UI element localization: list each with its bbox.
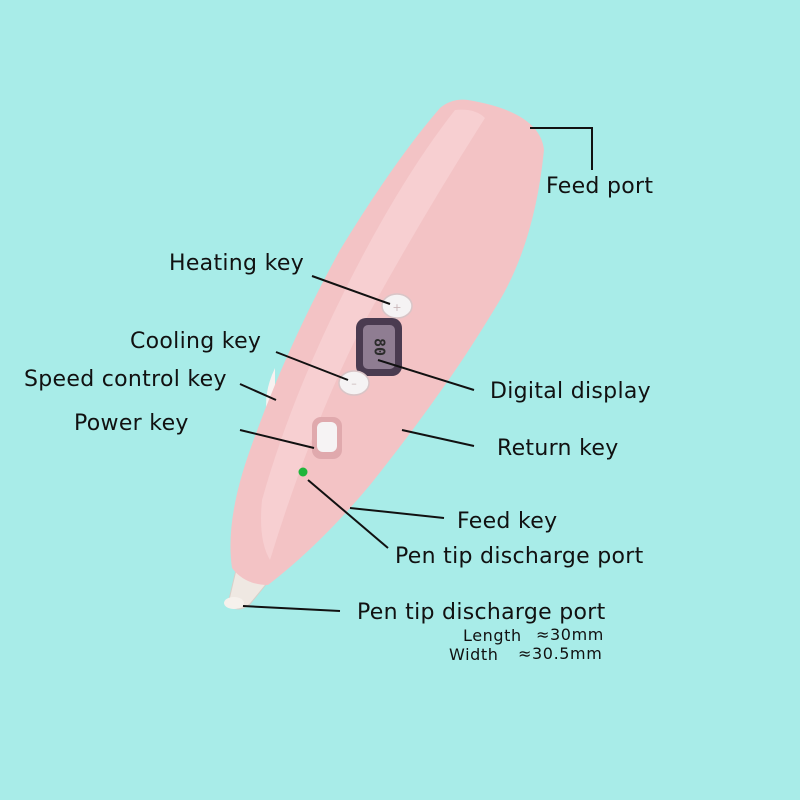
leader-return-key: [401, 429, 475, 447]
label-heating-key: Heating key: [169, 251, 305, 276]
value-length: ≈30mm: [536, 625, 604, 644]
power-key-button[interactable]: [312, 417, 342, 459]
label-feed-port: Feed port: [546, 174, 654, 199]
leader-heating-key: [311, 275, 391, 305]
label-cooling-key: Cooling key: [130, 329, 262, 354]
label-feed-key: Feed key: [457, 509, 558, 534]
leader-pen-tip-port-2: [242, 605, 341, 612]
label-length: Length: [463, 626, 522, 645]
svg-text:+: +: [392, 301, 401, 314]
indicator-dot: [298, 467, 308, 477]
leader-feed-port: [530, 127, 593, 170]
label-pen-tip-discharge-port-1: Pen tip discharge port: [395, 544, 644, 569]
leader-feed-key: [349, 507, 445, 519]
label-power-key: Power key: [74, 411, 189, 436]
label-digital-display: Digital display: [490, 379, 651, 404]
value-width: ≈30.5mm: [518, 644, 603, 663]
leader-pen-tip-port-1: [307, 479, 389, 549]
leader-speed-control-key: [239, 383, 277, 401]
heating-key-button[interactable]: +: [381, 293, 413, 319]
leader-power-key: [239, 429, 315, 449]
svg-text:–: –: [351, 377, 357, 390]
leader-digital-display: [377, 359, 475, 391]
leader-cooling-key: [275, 351, 349, 381]
cooling-key-button[interactable]: –: [338, 370, 370, 396]
label-pen-tip-discharge-port-2: Pen tip discharge port: [357, 600, 606, 625]
display-reading: 80: [371, 338, 389, 356]
digital-display: 80: [356, 318, 402, 376]
label-width: Width: [449, 645, 499, 664]
label-speed-control-key: Speed control key: [24, 367, 227, 392]
label-return-key: Return key: [497, 436, 619, 461]
pen-body-highlight: [261, 109, 485, 561]
leader-lines: [239, 127, 593, 612]
